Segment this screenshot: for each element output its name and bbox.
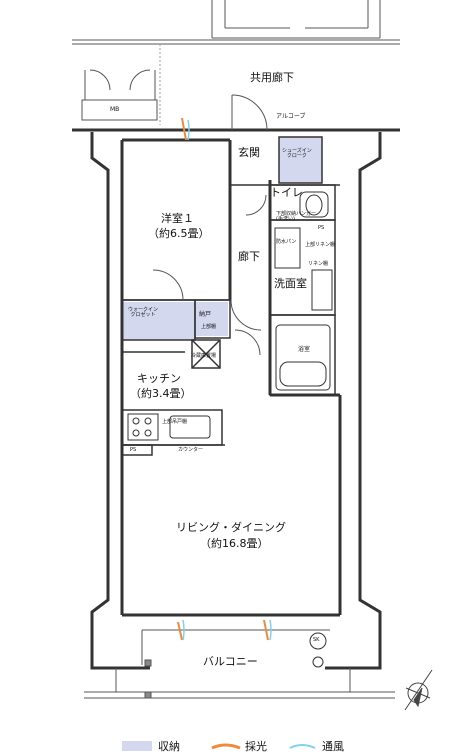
shoes-closet-label: シューズイン クローク	[282, 148, 312, 159]
legend-storage-label: 収納	[158, 740, 180, 753]
drain-circle	[312, 656, 324, 668]
legend-lighting: 採光	[245, 738, 267, 754]
kitchen-cabinet-label: 上部吊戸棚	[162, 419, 188, 425]
shared-corridor-label: 共用廊下	[250, 71, 294, 84]
living-label: リビング・ダイニング	[176, 521, 286, 534]
ps-upper-label: PS	[318, 225, 325, 231]
hallway-label: 廊下	[238, 250, 260, 263]
bath-label: 浴室	[298, 346, 311, 353]
sk-circle	[309, 632, 327, 650]
legend-ventilation: 通風	[322, 738, 344, 754]
linen-label: リネン棚	[308, 261, 329, 267]
ps-lower-label: PS	[130, 447, 137, 453]
western-room-label: 洋室１	[161, 212, 194, 225]
doors	[81, 69, 268, 356]
kitchen-label: キッチン	[137, 372, 181, 385]
alcove-label: アルコーブ	[276, 113, 306, 120]
storage-label: 納戸	[199, 311, 212, 318]
counter-label: カウンター	[178, 447, 204, 453]
walkin-closet-label: ウォークイン クロゼット	[128, 307, 159, 318]
living-size: （約16.8畳）	[200, 537, 269, 550]
toilet-label: トイレ	[270, 186, 303, 199]
fixtures	[127, 191, 333, 441]
compass-icon	[404, 669, 433, 711]
legend-swatches	[211, 743, 316, 750]
storage-sub-label: 上部棚	[201, 324, 217, 330]
entrance-label: 玄関	[238, 146, 260, 159]
kitchen-size: （約3.4畳）	[130, 387, 192, 400]
balcony-rails	[84, 629, 395, 699]
linen-upper-label: 上部リネン棚	[305, 242, 336, 248]
outer-walls	[72, 128, 400, 670]
western-room-size: （約6.5畳）	[148, 227, 210, 240]
waterproof-pan-label: 防水パン	[276, 239, 297, 245]
storage-fills	[122, 137, 322, 340]
legend-storage: 収納	[122, 738, 180, 754]
legend-lighting-label: 採光	[245, 740, 267, 753]
interior-walls	[121, 136, 340, 456]
washroom-label: 洗面室	[274, 277, 307, 290]
sk-label: SK	[313, 637, 320, 643]
legend-ventilation-label: 通風	[322, 740, 344, 753]
upper-building	[72, 0, 400, 45]
lighting-marks	[177, 117, 272, 641]
toilet-shelf-label: 下部収納ハンガー (手洗い)	[276, 211, 317, 222]
fridge-label: 冷蔵庫置場	[191, 353, 217, 359]
balcony-label: バルコニー	[203, 655, 258, 668]
mb-label: MB	[110, 106, 120, 113]
storage-swatch	[122, 741, 152, 751]
